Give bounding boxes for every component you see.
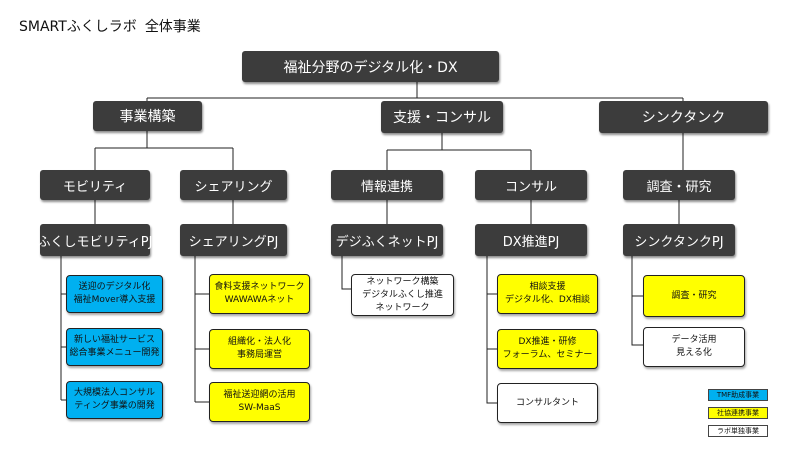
category-think-tank: シンクタンク <box>599 101 768 133</box>
item-line: 総合事業メニュー開発 <box>69 348 160 358</box>
legend-tmf: TMF助成事業 <box>708 389 768 401</box>
item-line: ネットワーク <box>375 302 430 313</box>
item-pickup-digitalization: 送迎のデジタル化 福祉Mover導入支援 <box>66 275 163 313</box>
item-line: デジタルふくし推進 <box>362 289 443 300</box>
item-line: 福祉Mover導入支援 <box>73 295 156 305</box>
project-sharing: シェアリングPJ <box>180 224 287 256</box>
item-line: 送迎のデジタル化 <box>78 282 151 292</box>
item-line: 組織化・法人化 <box>227 337 291 347</box>
project-think-tank: シンクタンクPJ <box>623 224 735 256</box>
item-line: 福祉送迎網の活用 <box>223 390 296 400</box>
item-line: コンサルタント <box>515 397 579 408</box>
item-network-building: ネットワーク構築 デジタルふくし推進 ネットワーク <box>351 274 454 316</box>
item-line: フォーラム、セミナー <box>502 350 593 360</box>
page-title-sub: 全体事業 <box>144 19 201 35</box>
legend-shakyo: 社協連携事業 <box>708 407 768 419</box>
item-consultant: コンサルタント <box>497 383 598 423</box>
project-digifuku-net: デジふくネットPJ <box>331 224 443 256</box>
category-business-building: 事業構築 <box>93 101 202 131</box>
group-sharing: シェアリング <box>180 170 287 200</box>
category-support-consulting: 支援・コンサル <box>381 101 503 133</box>
item-data-utilization: データ活用 見える化 <box>643 327 745 367</box>
item-organization: 組織化・法人化 事務局運営 <box>209 329 310 369</box>
item-line: 事務局運営 <box>236 350 282 360</box>
item-line: 調査・研究 <box>671 290 717 301</box>
item-line: DX推進・研修 <box>518 337 577 347</box>
item-sw-maas: 福祉送迎網の活用 SW-MaaS <box>209 382 310 422</box>
item-new-welfare-service: 新しい福祉サービス 総合事業メニュー開発 <box>66 328 163 366</box>
item-line: ネットワーク構築 <box>366 276 439 287</box>
item-line: 大規模法人コンサル <box>73 388 155 398</box>
group-consulting: コンサル <box>475 170 587 200</box>
item-line: デジタル化、DX相談 <box>505 295 590 305</box>
item-line: SW-MaaS <box>238 403 281 413</box>
legend-lab-only: ラボ単独事業 <box>708 425 768 437</box>
item-line: 食料支援ネットワーク <box>214 282 305 292</box>
item-line: データ活用 <box>671 335 717 345</box>
item-research: 調査・研究 <box>643 275 745 317</box>
item-line: 新しい福祉サービス <box>73 335 155 345</box>
root-node: 福祉分野のデジタル化・DX <box>242 51 499 82</box>
item-line: 見える化 <box>676 348 712 358</box>
item-large-corp-consulting: 大規模法人コンサル ティング事業の開発 <box>66 381 163 419</box>
project-fukushi-mobility: ふくしモビリティPJ <box>38 224 152 256</box>
item-food-support-network: 食料支援ネットワーク WAWAWAネット <box>209 274 310 314</box>
item-line: WAWAWAネット <box>224 295 295 305</box>
item-line: ティング事業の開発 <box>74 401 155 411</box>
item-consultation-support: 相談支援 デジタル化、DX相談 <box>497 274 598 314</box>
item-dx-training: DX推進・研修 フォーラム、セミナー <box>497 329 598 369</box>
item-line: 相談支援 <box>529 282 566 292</box>
page-title: SMARTふくしラボ全体事業 <box>19 16 201 36</box>
project-dx-promotion: DX推進PJ <box>475 224 587 256</box>
group-mobility: モビリティ <box>40 170 150 200</box>
group-research: 調査・研究 <box>623 170 735 200</box>
group-info-linkage: 情報連携 <box>331 170 443 200</box>
page-title-main: SMARTふくしラボ <box>19 19 137 35</box>
